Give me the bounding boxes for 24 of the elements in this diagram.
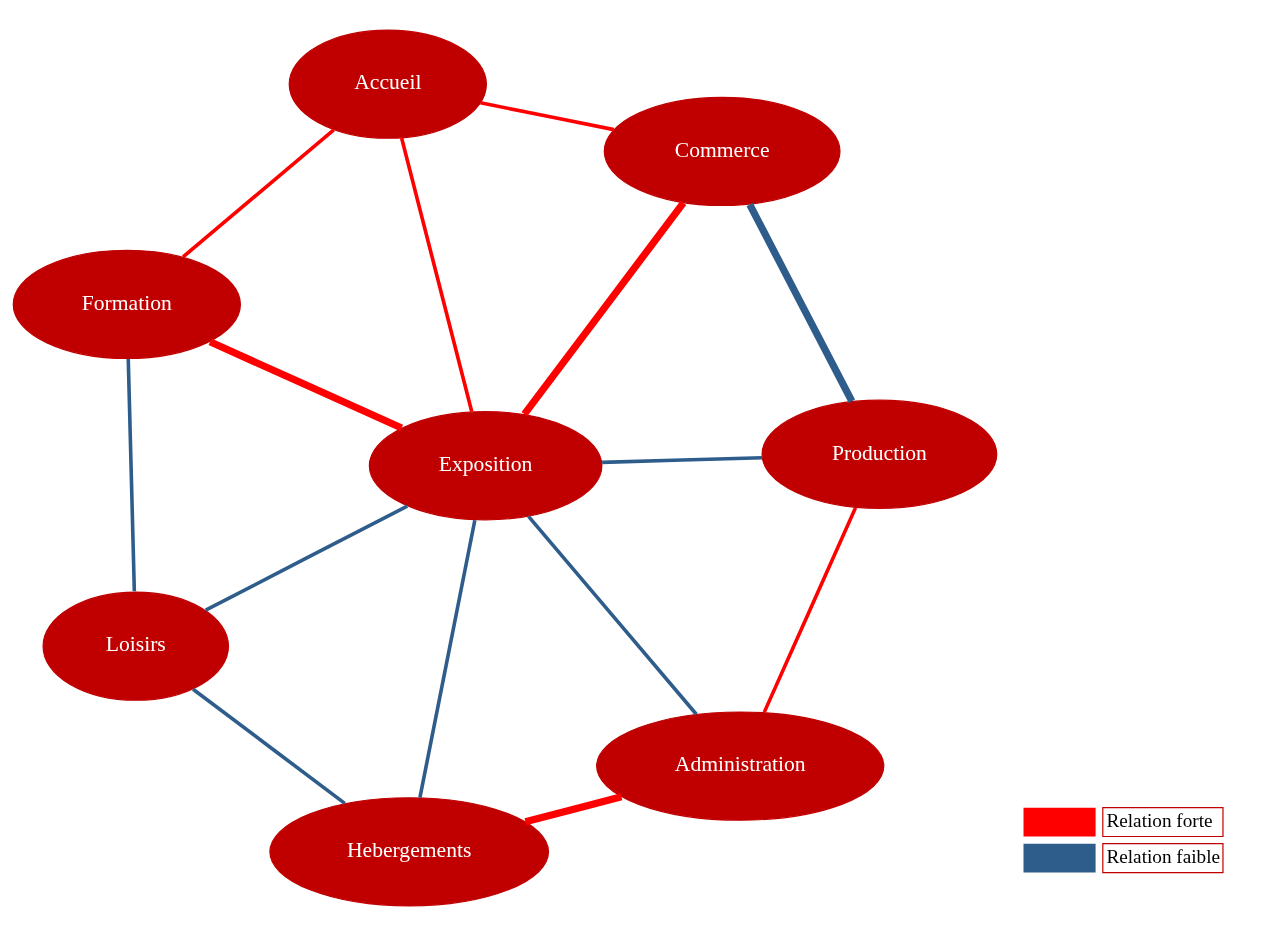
- connector: [181, 128, 335, 259]
- connector: [208, 338, 404, 432]
- connector: [126, 358, 137, 592]
- connector: [524, 793, 623, 826]
- node-ellipse: Exposition: [368, 411, 603, 521]
- node-ellipse: Hebergements: [269, 797, 550, 907]
- connector: [521, 200, 687, 417]
- connector: [527, 515, 698, 716]
- connector: [418, 519, 477, 798]
- connector: [480, 101, 615, 132]
- node-ellipse: Commerce: [603, 96, 841, 207]
- legend-label: Relation faible: [1106, 845, 1221, 867]
- connector: [204, 504, 409, 612]
- node-ellipse: Loisirs: [42, 591, 230, 701]
- connector: [192, 687, 346, 805]
- node-ellipse: Formation: [12, 249, 241, 360]
- connector: [602, 455, 763, 465]
- connector: [762, 507, 858, 713]
- connector: [399, 137, 474, 412]
- node-ellipse: Administration: [596, 711, 885, 821]
- legend-label: Relation forte: [1106, 809, 1213, 831]
- node-ellipse: Production: [761, 399, 998, 509]
- connector: [746, 202, 856, 403]
- node-ellipse: Accueil: [288, 29, 487, 139]
